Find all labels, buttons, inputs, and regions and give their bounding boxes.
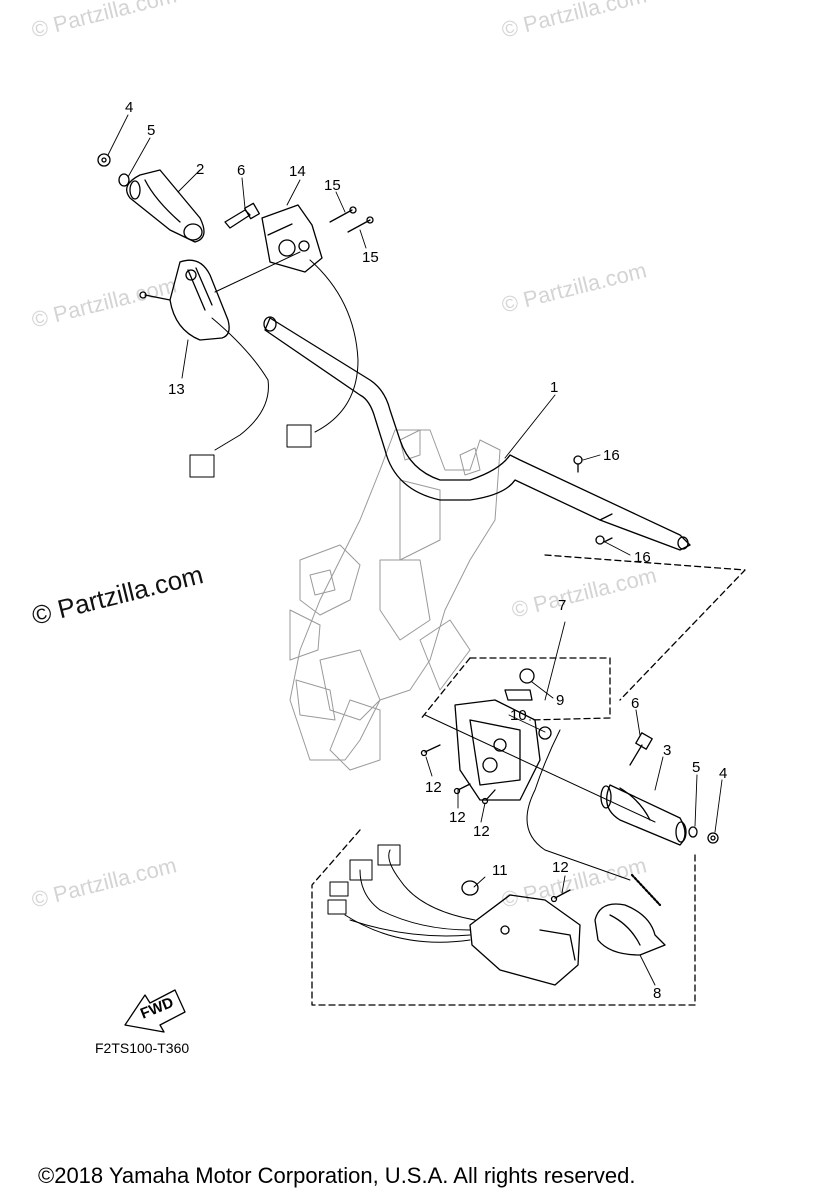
right-switch-unit bbox=[454, 668, 552, 801]
diagram-code: F2TS100-T360 bbox=[95, 1040, 190, 1056]
screw-15-a bbox=[329, 206, 357, 223]
left-grip bbox=[126, 169, 205, 243]
grip-end-cap-left bbox=[97, 153, 130, 187]
switch-harness bbox=[327, 844, 476, 943]
callout-16-lower: 16 bbox=[634, 549, 651, 566]
callout-5-lower: 5 bbox=[692, 759, 700, 776]
callout-4-upper: 4 bbox=[125, 99, 133, 116]
callout-12-a: 12 bbox=[425, 779, 442, 796]
callout-7: 7 bbox=[558, 597, 566, 614]
assembly-frame-lower bbox=[544, 554, 746, 701]
fwd-label: FWD bbox=[138, 994, 176, 1023]
callout-6-lower: 6 bbox=[631, 695, 639, 712]
button-11 bbox=[461, 880, 479, 896]
switch-housing-14 bbox=[261, 204, 323, 273]
handlebar-switch-lower bbox=[469, 894, 581, 986]
copyright-notice: ©2018 Yamaha Motor Corporation, U.S.A. A… bbox=[38, 1163, 636, 1188]
switch-wiring-left bbox=[189, 259, 359, 478]
callout-5-upper: 5 bbox=[147, 122, 155, 139]
callout-13: 13 bbox=[168, 381, 185, 398]
callout-12-c: 12 bbox=[473, 823, 490, 840]
callout-12-b: 12 bbox=[449, 809, 466, 826]
callout-12-d: 12 bbox=[552, 859, 569, 876]
callout-8: 8 bbox=[653, 985, 661, 1002]
callout-4-lower: 4 bbox=[719, 765, 727, 782]
steering-column bbox=[289, 429, 501, 771]
callout-11: 11 bbox=[492, 862, 508, 879]
assembly-frame-right bbox=[311, 657, 696, 1006]
fwd-arrow bbox=[124, 989, 186, 1033]
callout-10: 10 bbox=[510, 707, 527, 724]
callout-1: 1 bbox=[550, 379, 558, 396]
bolt-16-upper bbox=[573, 455, 583, 473]
screw-12-a bbox=[420, 744, 441, 757]
grip-end-cap-right bbox=[688, 826, 719, 844]
callout-2: 2 bbox=[196, 161, 204, 178]
bolt-16-lower bbox=[595, 535, 613, 545]
screw-12-d bbox=[550, 889, 571, 903]
bolt-6-lower bbox=[629, 732, 653, 766]
bolt-6-upper bbox=[224, 202, 260, 229]
callout-14: 14 bbox=[289, 163, 306, 180]
callout-15-lower: 15 bbox=[362, 249, 379, 266]
screw-12-b bbox=[453, 783, 471, 795]
callout-15-upper: 15 bbox=[324, 177, 341, 194]
callout-16-upper: 16 bbox=[603, 447, 620, 464]
handlebar bbox=[263, 316, 691, 551]
callout-6-upper: 6 bbox=[237, 162, 245, 179]
callout-labels: 1 2 3 4 4 5 5 6 6 7 8 9 10 11 12 12 12 1… bbox=[125, 99, 727, 1023]
callout-9: 9 bbox=[556, 692, 564, 709]
callout-3: 3 bbox=[663, 742, 671, 759]
assembly-frame-upper bbox=[469, 657, 611, 721]
screw-15-b bbox=[347, 216, 374, 233]
screw-12-c bbox=[481, 789, 496, 805]
leader-lines bbox=[107, 114, 723, 986]
right-grip bbox=[600, 784, 687, 846]
throttle-lever bbox=[139, 259, 230, 341]
throttle-cable bbox=[424, 714, 656, 881]
throttle-lever-8 bbox=[594, 903, 666, 956]
